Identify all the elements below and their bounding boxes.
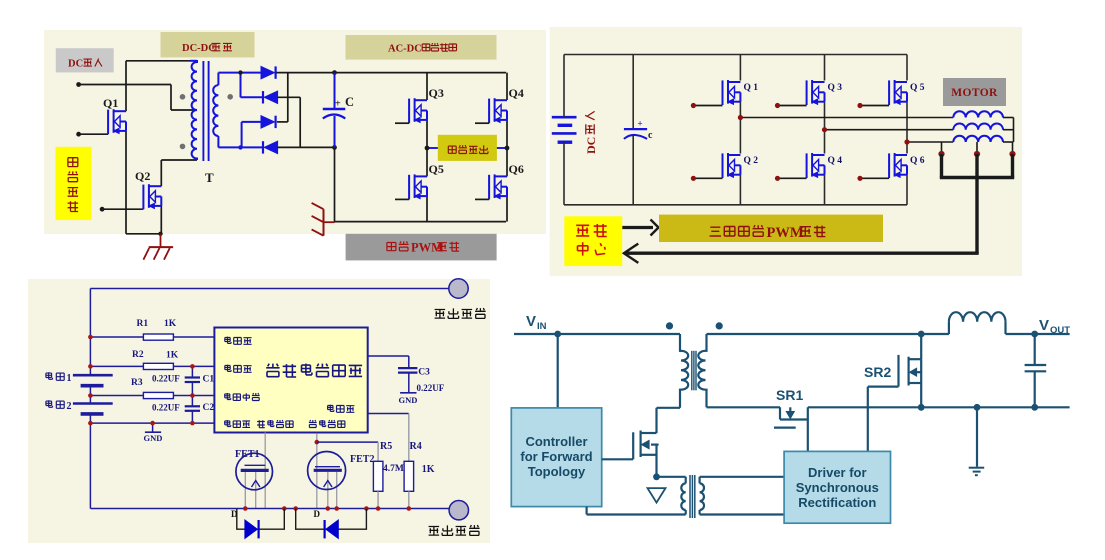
svg-text:Rectification: Rectification xyxy=(798,495,876,510)
svg-text:0.22UF: 0.22UF xyxy=(152,374,180,384)
svg-text:IN: IN xyxy=(537,321,547,332)
svg-text:Q 1: Q 1 xyxy=(744,83,759,93)
svg-text:GND: GND xyxy=(144,433,163,443)
svg-text:1K: 1K xyxy=(166,351,179,361)
svg-text:FET1: FET1 xyxy=(235,449,259,460)
svg-text:0.22UF: 0.22UF xyxy=(152,403,180,413)
svg-text:C2: C2 xyxy=(203,403,215,413)
svg-text:Q1: Q1 xyxy=(103,96,118,110)
svg-text:c: c xyxy=(648,130,653,141)
svg-text:1K: 1K xyxy=(164,319,177,329)
svg-text:MOTOR: MOTOR xyxy=(951,87,998,99)
svg-text:R3: R3 xyxy=(131,378,143,388)
svg-text:D: D xyxy=(314,509,321,519)
svg-text:R2: R2 xyxy=(132,350,144,360)
svg-text:GND: GND xyxy=(399,395,418,405)
svg-text:R5: R5 xyxy=(380,441,392,452)
svg-text:SR2: SR2 xyxy=(864,364,891,380)
svg-text:DC: DC xyxy=(68,59,83,70)
svg-text:PWM: PWM xyxy=(767,225,804,241)
svg-text:Synchronous: Synchronous xyxy=(796,480,879,495)
svg-text:Q 6: Q 6 xyxy=(910,156,925,166)
svg-text:4.7M: 4.7M xyxy=(383,464,404,474)
svg-text:Q 3: Q 3 xyxy=(828,83,843,93)
svg-text:Q2: Q2 xyxy=(135,169,150,183)
svg-text:T: T xyxy=(205,170,214,185)
svg-text:Driver for: Driver for xyxy=(808,465,867,480)
svg-text:Q5: Q5 xyxy=(429,162,444,176)
svg-text:Q 2: Q 2 xyxy=(744,156,759,166)
svg-text:C1: C1 xyxy=(203,375,215,385)
svg-text:+: + xyxy=(638,119,643,129)
svg-text:Q4: Q4 xyxy=(509,86,524,100)
svg-text:Topology: Topology xyxy=(528,464,586,479)
svg-text:DC: DC xyxy=(584,137,598,154)
svg-text:D: D xyxy=(231,509,238,519)
svg-text:FET2: FET2 xyxy=(350,454,374,465)
svg-text:Q3: Q3 xyxy=(429,86,444,100)
svg-text:DC-DC: DC-DC xyxy=(182,43,216,54)
svg-text:2: 2 xyxy=(67,401,72,412)
svg-text:SR1: SR1 xyxy=(776,387,803,403)
svg-text:Q6: Q6 xyxy=(509,162,524,176)
svg-text:R4: R4 xyxy=(410,441,422,452)
svg-text:C3: C3 xyxy=(418,368,430,378)
svg-text:PWM: PWM xyxy=(411,241,443,255)
svg-text:OUT: OUT xyxy=(1050,325,1070,336)
svg-text:R1: R1 xyxy=(137,319,149,329)
svg-text:V: V xyxy=(526,313,536,330)
svg-text:V: V xyxy=(1039,317,1049,334)
svg-text:for Forward: for Forward xyxy=(520,449,592,464)
svg-text:+: + xyxy=(335,99,341,110)
svg-text:Q 5: Q 5 xyxy=(910,83,925,93)
svg-text:C: C xyxy=(345,95,354,109)
svg-text:1: 1 xyxy=(67,373,72,384)
svg-text:0.22UF: 0.22UF xyxy=(417,383,445,393)
svg-text:AC-DC: AC-DC xyxy=(388,44,422,55)
svg-text:Q 4: Q 4 xyxy=(828,156,843,166)
svg-text:Controller: Controller xyxy=(525,434,587,449)
svg-text:1K: 1K xyxy=(422,464,435,475)
